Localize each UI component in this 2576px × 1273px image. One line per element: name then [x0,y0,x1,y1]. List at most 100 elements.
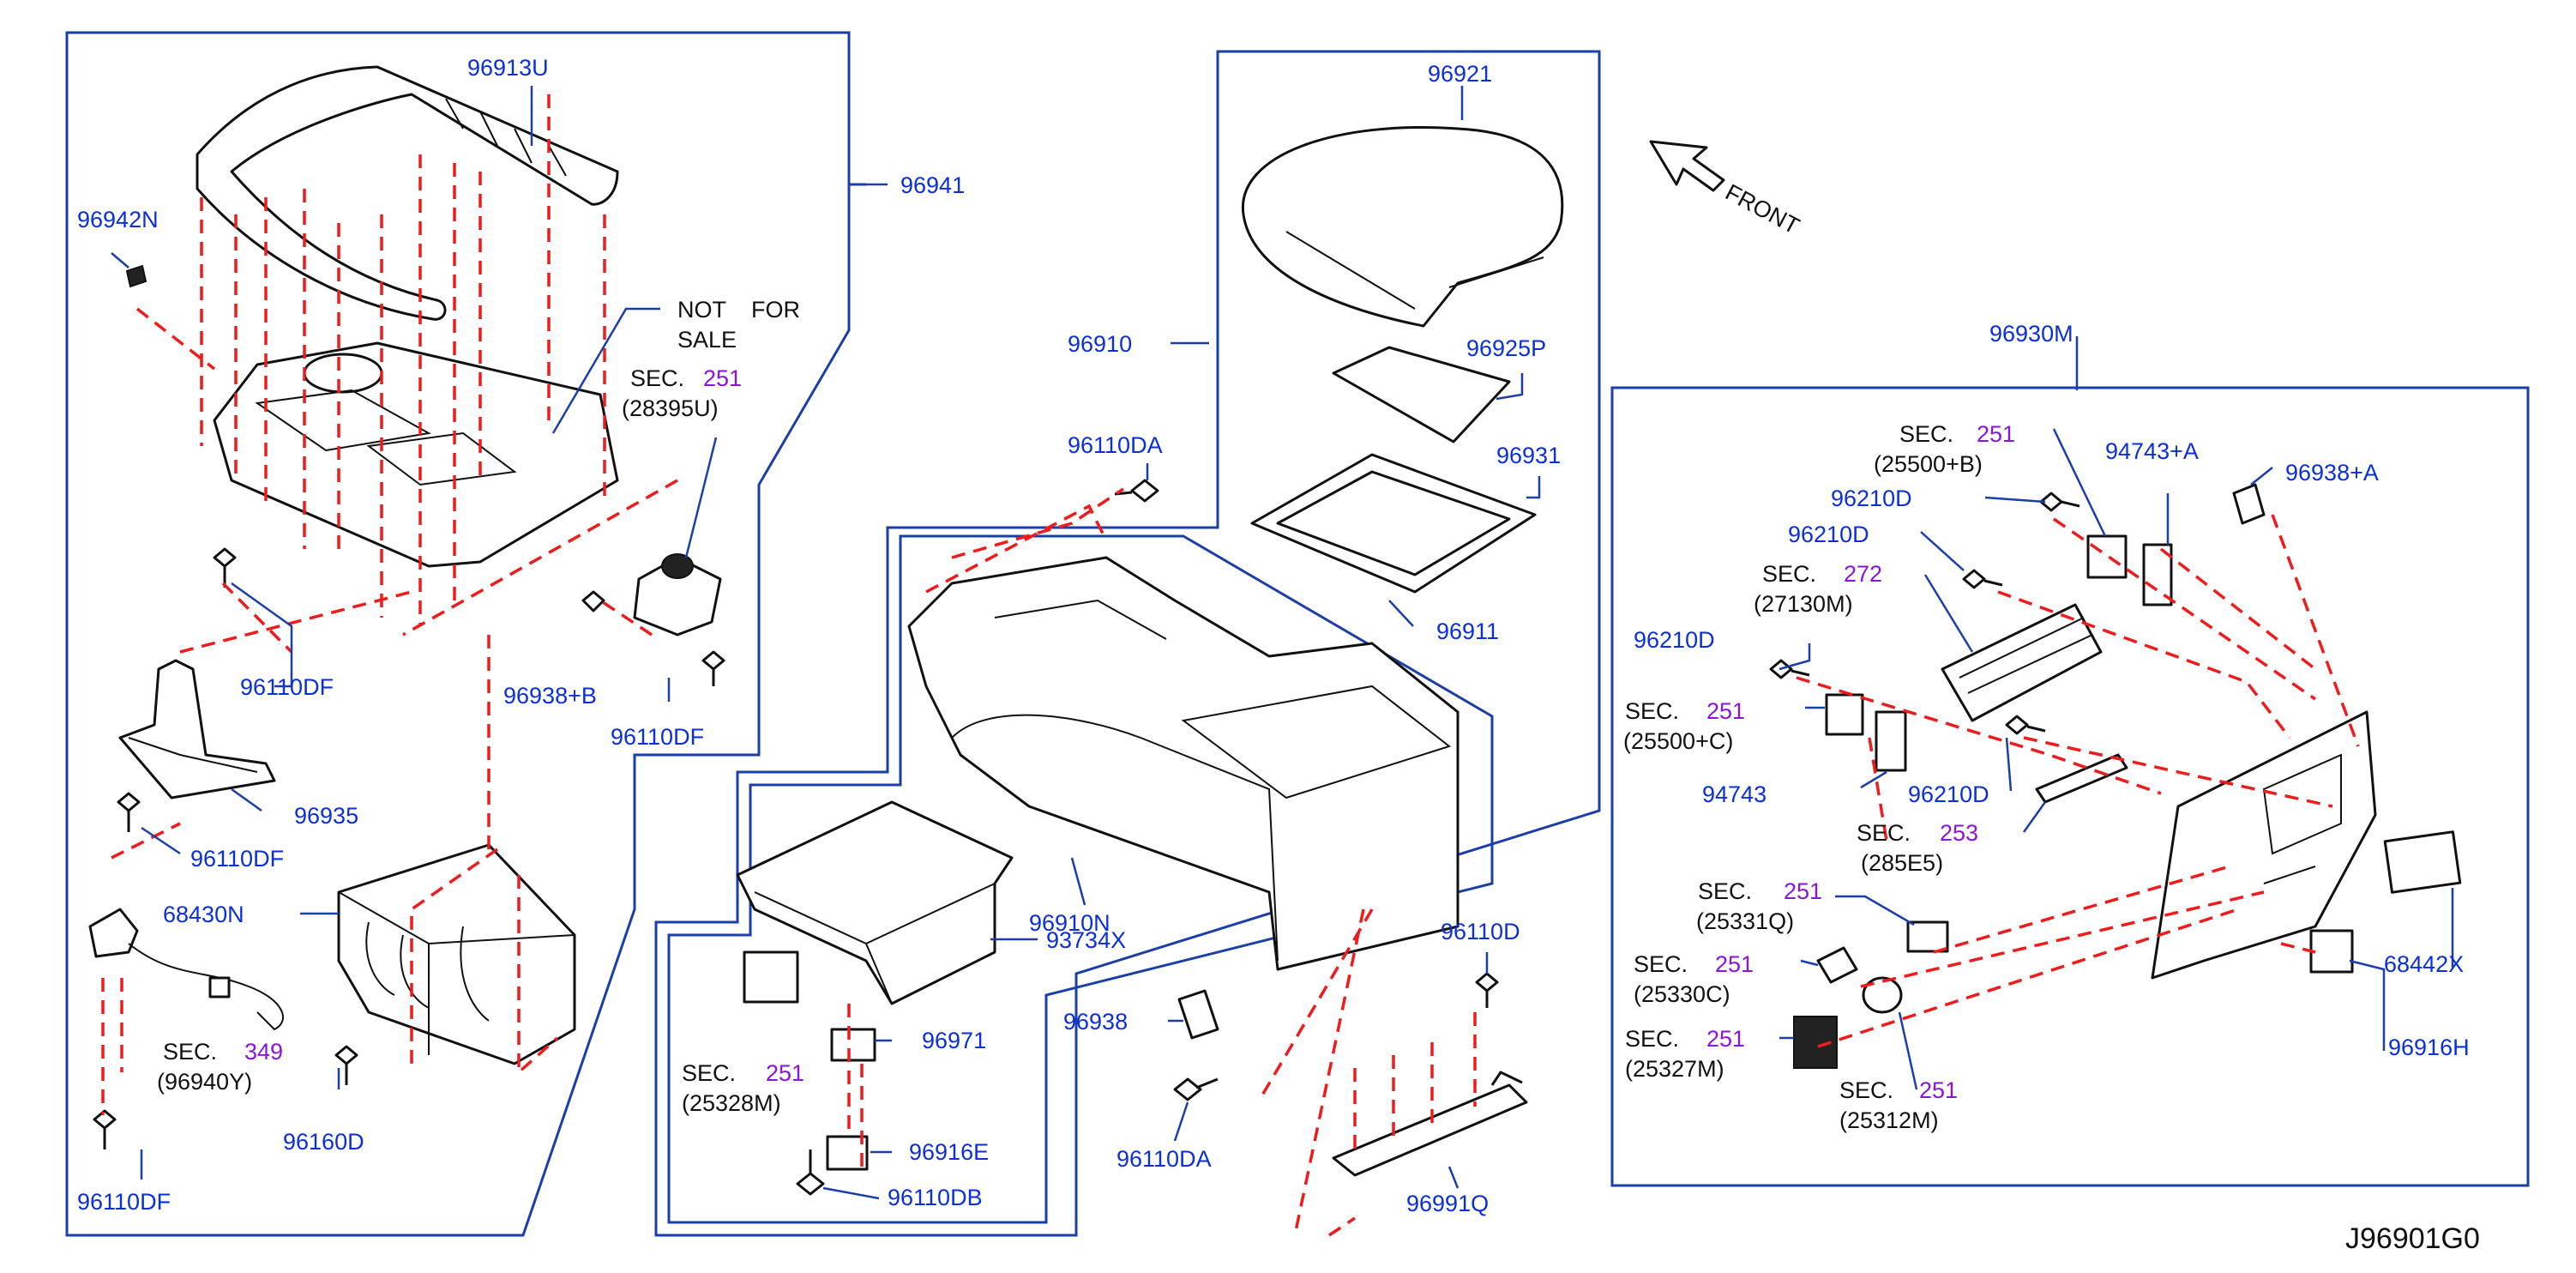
group-frame-96930M [1610,386,2530,1187]
sec-96940Y-code: (96940Y) [157,1069,252,1095]
sec-25328M-num: 251 [766,1060,804,1086]
label-96110DA-b: 96110DA [1116,1146,1212,1172]
label-96910N: 96910N [1029,910,1110,936]
clip-96938-shape [1177,989,1219,1040]
sec-25327M-code: (25327M) [1625,1056,1724,1082]
label-96935: 96935 [294,803,358,829]
label-96916H: 96916H [2388,1035,2470,1060]
sec-25500C-sec: SEC. [1625,698,1679,724]
front-label: FRONT [1721,179,1803,239]
sec-25312M-code: (25312M) [1839,1107,1939,1133]
not-for-sale-1: NOT [677,297,726,323]
screw-96110DB-shape [796,1149,825,1196]
tray-96925P-shape [1332,346,1511,443]
boot-96935-shape [118,659,276,799]
label-96911: 96911 [1436,618,1499,644]
group-frame-96910 [654,50,1601,1237]
label-96160D: 96160D [283,1129,364,1155]
not-for-sale-3: SALE [677,327,737,353]
label-68442X: 68442X [2384,951,2464,977]
label-96210D-d: 96210D [1908,781,1989,807]
switch-25328M-shape [743,950,799,1004]
label-96938: 96938 [1063,1009,1128,1035]
sec-25312M-num: 251 [1919,1077,1958,1103]
switch-25500B-shape [2086,534,2128,579]
screw-96110DA-b-shape [1173,1077,1219,1101]
panel-96930M-shape [2151,710,2377,980]
sec-28395U-num: 251 [703,365,742,391]
label-68430N: 68430N [163,902,244,927]
label-96991Q: 96991Q [1406,1191,1489,1216]
bracket-285E5-shape [2035,753,2128,804]
sec-25327M-num: 251 [1706,1026,1745,1052]
label-93734X: 93734X [1046,927,1126,953]
front-arrow-icon [1649,140,1725,192]
bracket-96971-shape [830,1028,876,1062]
screws-left-group [93,547,725,1149]
sec-28395U-sec: SEC. [630,365,684,391]
label-96942N: 96942N [77,207,159,232]
label-96110DF-a: 96110DF [240,674,334,700]
label-96110D: 96110D [1441,919,1520,944]
label-96925P: 96925P [1466,335,1546,361]
console-body-96910N-shape [907,556,1460,971]
clip-96942N-shape [125,264,147,288]
sec-96940Y-sec: SEC. [163,1039,217,1065]
label-96910: 96910 [1068,331,1132,357]
cover-96916H-shape [2309,929,2354,974]
label-96931: 96931 [1496,443,1561,468]
label-96941: 96941 [900,172,965,198]
sec-25330C-code: (25330C) [1634,981,1730,1007]
sec-25500C-num: 251 [1706,698,1745,724]
screw-96110D-shape [1475,972,1499,1008]
finisher-96913U-shape [196,65,619,321]
label-96110DF-b: 96110DF [611,724,704,750]
label-96938B: 96938+B [503,683,597,709]
sec-96940Y-num: 349 [244,1039,283,1065]
label-96110DF-c: 96110DF [190,846,284,872]
label-96110DA-a: 96110DA [1068,432,1163,458]
label-96110DF-d: 96110DF [77,1189,171,1215]
lid-96921-shape [1241,125,1564,328]
sec-25312M-sec: SEC. [1839,1077,1893,1103]
console-finisher-96941-shape [213,341,619,568]
clip-96938A-shape [2232,483,2266,525]
sec-25500B-code: (25500+B) [1874,451,1983,477]
label-96110DB: 96110DB [888,1185,983,1210]
frame-96931-shape [1250,453,1537,594]
label-94743A: 94743+A [2105,438,2199,464]
switch-94743-shape [1875,710,1907,772]
switch-cluster-27130M-shape [1941,603,2103,722]
label-96921: 96921 [1428,61,1492,87]
label-96938A: 96938+A [2285,460,2379,486]
sec-25330C-sec: SEC. [1634,951,1688,977]
sec-25330C-num: 251 [1715,951,1754,977]
group-frame-96910-inner [667,534,1494,1224]
bracket-96991Q-shape [1332,1071,1528,1177]
sec-25331Q-code: (25331Q) [1696,908,1794,934]
box-68430N-shape [337,843,576,1065]
label-96210D-c: 96210D [1634,627,1715,653]
label-96971: 96971 [922,1028,986,1053]
sec-27130M-code: (27130M) [1754,591,1853,617]
screws-96210D-group [1769,492,2080,735]
sec-285E5-code: (285E5) [1861,850,1943,876]
socket-25312M-shape [1862,976,1903,1014]
sec-28395U-code: (28395U) [622,395,719,421]
sec-25328M-sec: SEC. [682,1060,736,1086]
sec-25500C-code: (25500+C) [1623,728,1733,754]
sec-25500B-sec: SEC. [1899,421,1953,447]
lamp-96940Y-shape [88,908,284,1031]
shifter-28395U-shape [633,553,722,636]
sec-25327M-sec: SEC. [1625,1026,1679,1052]
switch-25500C-shape [1825,693,1864,736]
label-96210D-a: 96210D [1831,486,1912,511]
diagram-code: J96901G0 [2345,1222,2480,1255]
label-96930M: 96930M [1989,321,2073,347]
cover-68442X-shape [2383,830,2462,894]
sec-285E5-num: 253 [1940,820,1978,846]
sec-25331Q-sec: SEC. [1698,878,1752,904]
sec-27130M-num: 272 [1844,561,1882,587]
lighter-25330C-shape [1816,946,1858,984]
label-94743: 94743 [1702,781,1766,807]
